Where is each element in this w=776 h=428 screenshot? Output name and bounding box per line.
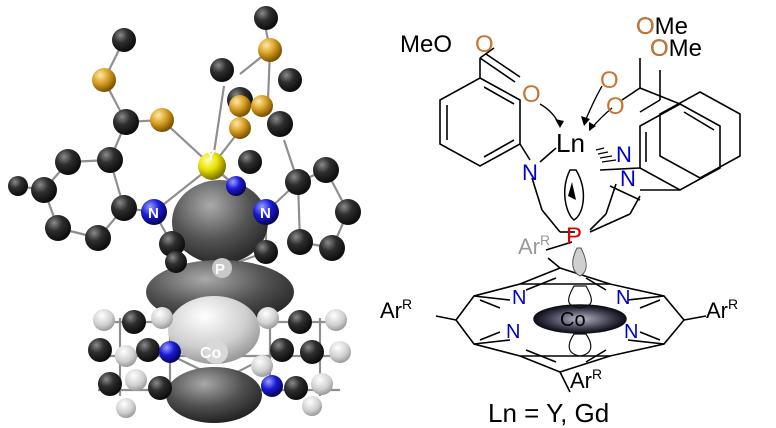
methoxy-left-label: MeO — [400, 31, 452, 58]
yttrium-atom — [198, 152, 226, 180]
dz2-lobe-top — [568, 285, 592, 309]
nitrogen-atom-right — [253, 199, 279, 225]
nitrogen-label-left: N — [148, 205, 159, 222]
carbonyl-oxygen-left: O — [522, 81, 541, 108]
porphyrin-atoms — [88, 307, 351, 418]
sigma-lobe — [572, 247, 587, 277]
porphyrin-n-bottom-left: N — [506, 321, 520, 343]
dz2-torus — [533, 304, 627, 334]
amine-nitrogen-left: N — [522, 160, 538, 185]
porphyrin-n-top-left: N — [512, 287, 526, 309]
nitrogen-atom-left — [141, 199, 167, 225]
methoxy-top-1-oxygen: O — [636, 13, 655, 40]
porphyrin-n-top-right: N — [616, 287, 630, 309]
cobalt-atom — [204, 340, 228, 364]
carbonyl-oxygen-right-1: O — [600, 67, 619, 94]
ball-and-stick-model: Y N N P — [8, 6, 361, 423]
lone-pair-lobe — [564, 169, 585, 221]
carbonyl-oxygen-right-2: O — [606, 93, 625, 120]
methoxy-left-oxygen: O — [475, 31, 494, 58]
phosphorus-label: P — [215, 261, 225, 278]
methoxy-top-2-oxygen: O — [650, 35, 669, 62]
hashed-bonds — [595, 147, 617, 163]
caption: Ln = Y, Gd — [488, 398, 609, 428]
nitrogen-atom-back — [226, 176, 246, 196]
aryl-right-label: ArR — [706, 296, 738, 323]
methoxy-top-2-label: OMe — [650, 35, 702, 62]
methoxy-top-1-label: OMe — [636, 13, 688, 40]
phosphorus-label-right: P — [566, 223, 582, 250]
structural-formula: MeO OMe OMe O O O O O O Ln N N N P ArR A… — [380, 13, 741, 428]
orbital-isosurface — [146, 180, 294, 423]
cobalt-label: Co — [200, 345, 222, 362]
lone-pair-arrow — [568, 182, 576, 200]
phosphorus-atom — [212, 258, 232, 278]
nitrogen-label-right: N — [260, 205, 271, 222]
porphyrin-n-bottom-right: N — [624, 321, 638, 343]
aryl-top-label: ArR — [518, 232, 550, 259]
structure-bonds — [435, 47, 741, 393]
oxygen-atoms — [92, 38, 282, 139]
aryl-left-label: ArR — [380, 296, 412, 323]
cobalt-label-right: Co — [560, 309, 586, 331]
amine-nitrogen-right-1: N — [616, 142, 632, 167]
lanthanide-label: Ln — [556, 128, 585, 158]
aryl-bottom-label: ArR — [570, 366, 602, 393]
amine-nitrogen-right-2: N — [620, 166, 636, 191]
yttrium-label: Y — [206, 147, 216, 164]
arrow-heads — [555, 116, 596, 131]
dz2-lobe-bottom — [568, 333, 592, 357]
